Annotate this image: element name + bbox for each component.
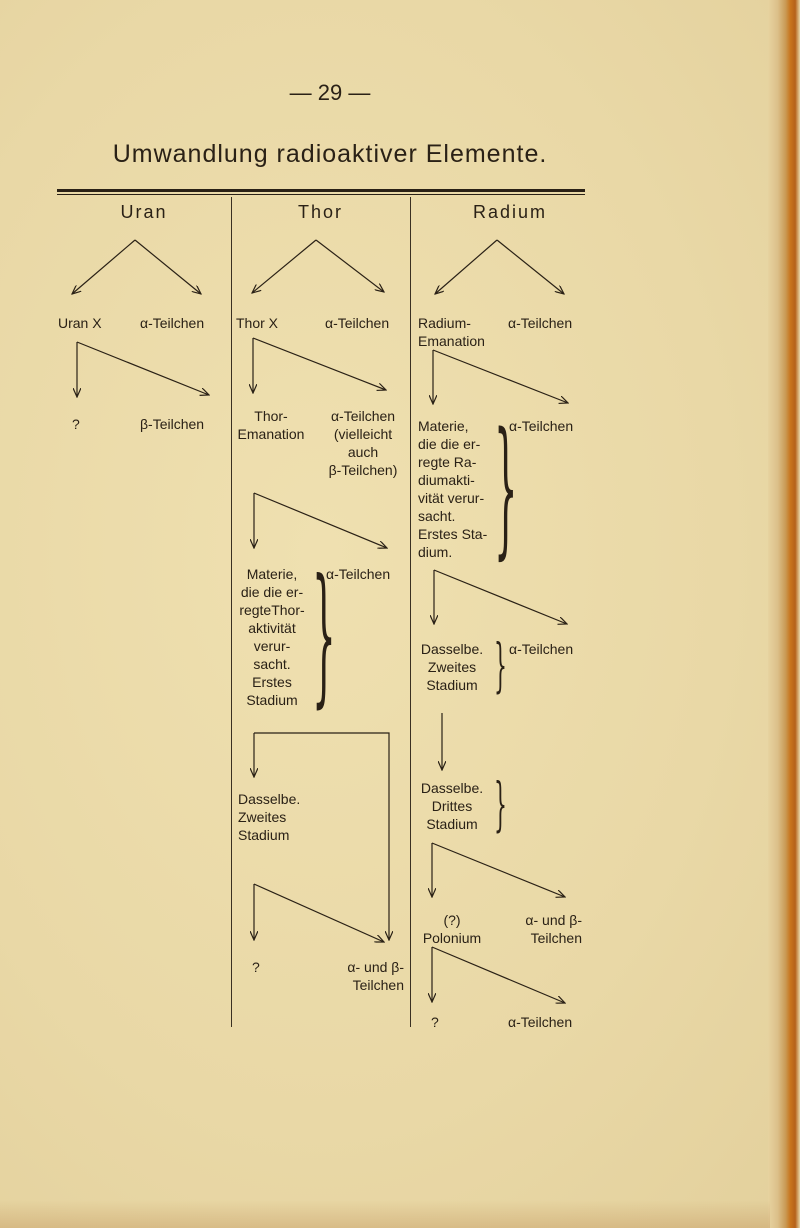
node-uran-unknown: ? <box>72 416 80 432</box>
node-thor-erstes-alpha: α-Teilchen <box>326 566 391 582</box>
curly-brace: } <box>312 548 336 722</box>
column-divider-2 <box>410 197 411 1027</box>
node-uran-x: Uran X <box>58 315 102 331</box>
column-header-uran: Uran <box>120 202 168 222</box>
node-radium-zweites-alpha: α-Teilchen <box>509 641 574 657</box>
column-header-thor: Thor <box>297 202 343 222</box>
node-uran-beta: β-Teilchen <box>140 416 205 432</box>
node-radium-erstes-stadium: Materie, die die er- regte Ra- diumakti-… <box>418 418 488 560</box>
node-thor-zweites-stadium: Dasselbe. Zweites Stadium <box>238 791 301 843</box>
node-thor-x: Thor X <box>236 315 279 331</box>
foxing-stain <box>0 1200 770 1228</box>
header-rule-thick <box>57 189 585 192</box>
node-thor-unknown: ? <box>252 959 260 975</box>
node-radium-erstes-alpha: α-Teilchen <box>509 418 574 434</box>
node-radium-polonium: (?) Polonium <box>422 912 482 946</box>
node-thor-alpha-beta: α- und β- Teilchen <box>347 959 404 993</box>
node-radium-drittes-stadium: Dasselbe. Drittes Stadium <box>420 780 484 832</box>
node-radium-alpha-beta: α- und β- Teilchen <box>525 912 582 946</box>
node-radium-final-alpha: α-Teilchen <box>508 1014 573 1030</box>
node-radium-zweites-stadium: Dasselbe. Zweites Stadium <box>420 641 484 693</box>
book-binding-edge <box>768 0 800 1228</box>
node-radium-alpha: α-Teilchen <box>508 315 573 331</box>
node-radium-unknown: ? <box>431 1014 439 1030</box>
curly-brace: } <box>494 401 518 573</box>
node-thor-erstes-stadium: Materie, die die er- regteThor- aktivitä… <box>239 566 305 708</box>
node-uran-alpha: α-Teilchen <box>140 315 205 331</box>
node-thor-emanation-emission: α-Teilchen (vielleicht auch β-Teilchen) <box>328 408 398 478</box>
node-thor-alpha: α-Teilchen <box>325 315 390 331</box>
node-radium-emanation: Radium- Emanation <box>418 315 485 349</box>
page-title: Umwandlung radioaktiver Elemente. <box>112 140 548 168</box>
column-header-radium: Radium <box>472 202 548 222</box>
curly-brace: } <box>494 631 507 699</box>
header-rule-thin <box>57 194 585 195</box>
column-divider-1 <box>231 197 232 1027</box>
node-thor-emanation: Thor- Emanation <box>237 408 305 442</box>
curly-brace: } <box>494 770 507 838</box>
page-number: — 29 — <box>289 80 371 105</box>
